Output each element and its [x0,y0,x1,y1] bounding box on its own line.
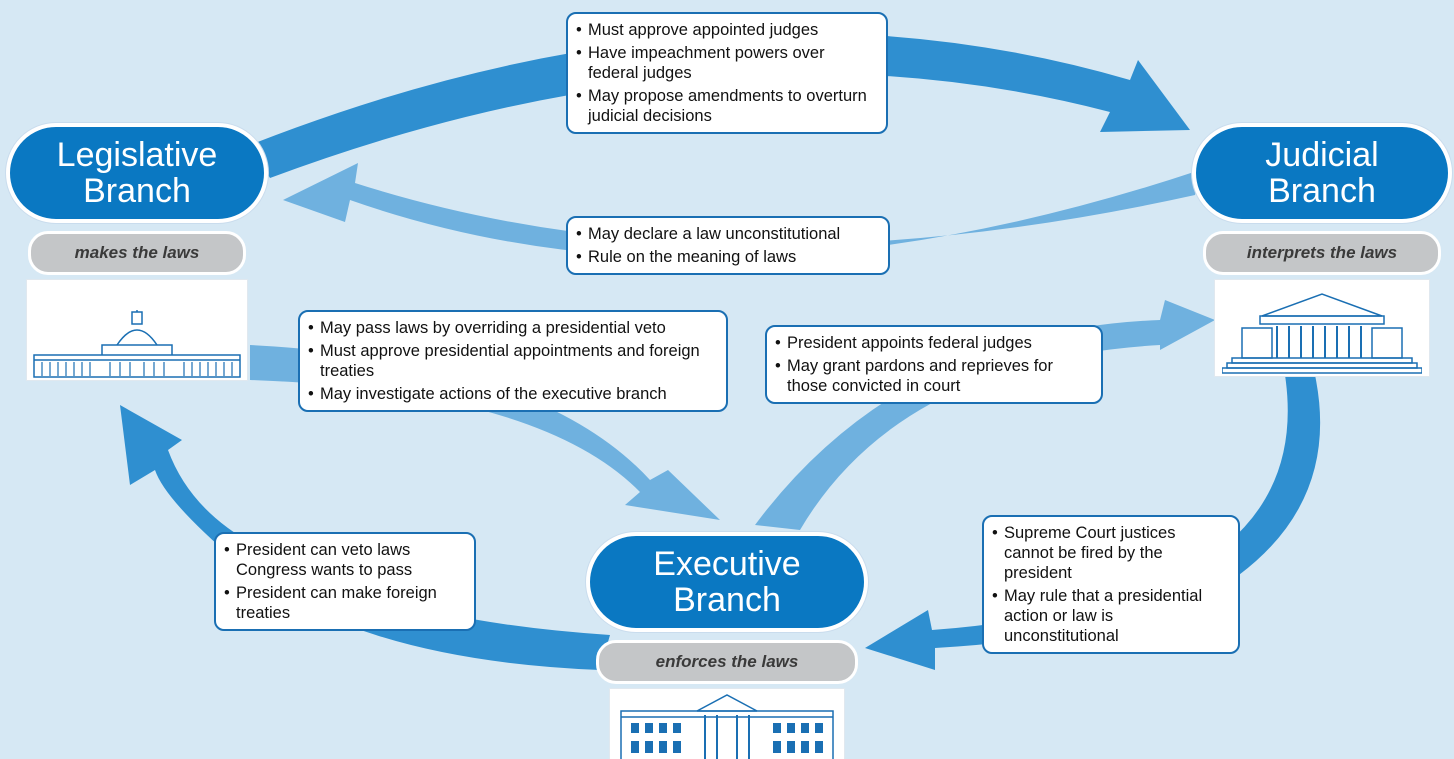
list-item: May grant pardons and reprieves for thos… [775,356,1091,396]
white-house-icon [609,688,845,759]
legislative-role: makes the laws [28,231,246,275]
list-item: May declare a law unconstitutional [576,224,878,244]
judicial-role: interprets the laws [1203,231,1441,275]
note-executive-checks-legislative: President can veto laws Congress wants t… [214,532,476,631]
list-item: Must approve appointed judges [576,20,876,40]
judicial-branch: Judicial Branch interprets the laws [1192,123,1452,377]
note-judicial-checks-legislative: May declare a law unconstitutional Rule … [566,216,890,275]
legislative-branch-title: Legislative Branch [6,123,268,223]
supreme-court-building-icon [1214,279,1430,377]
note-legislative-checks-judicial: Must approve appointed judges Have impea… [566,12,888,134]
list-item: Have impeachment powers over federal jud… [576,43,876,83]
note-executive-checks-judicial: President appoints federal judges May gr… [765,325,1103,404]
judicial-branch-title: Judicial Branch [1192,123,1452,223]
executive-branch-title: Executive Branch [586,532,868,632]
executive-branch: Executive Branch enforces the laws [586,532,868,759]
capitol-building-icon [26,279,248,381]
list-item: Must approve presidential appointments a… [308,341,716,381]
executive-role: enforces the laws [596,640,858,684]
list-item: President appoints federal judges [775,333,1091,353]
list-item: May investigate actions of the executive… [308,384,716,404]
list-item: Rule on the meaning of laws [576,247,878,267]
list-item: May propose amendments to overturn judic… [576,86,876,126]
legislative-branch: Legislative Branch makes the laws [6,123,268,381]
note-legislative-checks-executive: May pass laws by overriding a presidenti… [298,310,728,412]
list-item: President can veto laws Congress wants t… [224,540,464,580]
note-judicial-checks-executive: Supreme Court justices cannot be fired b… [982,515,1240,654]
list-item: May rule that a presidential action or l… [992,586,1228,646]
list-item: May pass laws by overriding a presidenti… [308,318,716,338]
list-item: President can make foreign treaties [224,583,464,623]
list-item: Supreme Court justices cannot be fired b… [992,523,1228,583]
